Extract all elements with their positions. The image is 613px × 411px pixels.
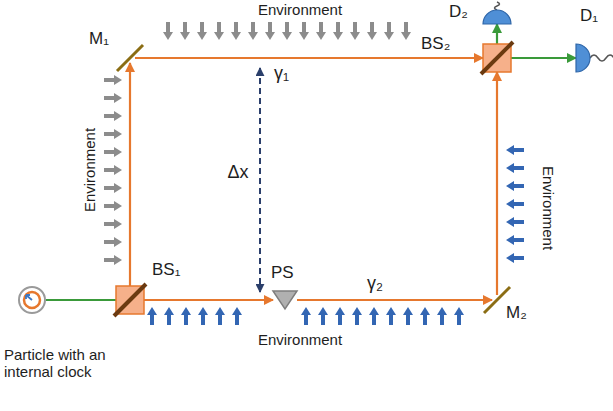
component-label: BS₂ bbox=[421, 34, 450, 54]
detector-shape bbox=[483, 8, 511, 24]
beam-path bbox=[496, 72, 498, 295]
environment-arrow bbox=[104, 75, 122, 85]
environment-arrow bbox=[506, 235, 524, 245]
caption-text: Particle with an internal clock bbox=[4, 346, 144, 381]
environment-arrow bbox=[197, 22, 207, 40]
environment-arrow bbox=[350, 22, 360, 40]
mirror: M₁ bbox=[125, 53, 135, 63]
environment-arrow bbox=[384, 22, 394, 40]
environment-arrow bbox=[403, 307, 413, 325]
particle-clock: Particle with an internal clock bbox=[18, 286, 46, 314]
component-label: D₂ bbox=[449, 2, 468, 22]
environment-arrow bbox=[506, 163, 524, 173]
environment-arrow bbox=[352, 307, 362, 325]
beam-path bbox=[144, 299, 273, 301]
component-label: PS bbox=[271, 263, 294, 283]
environment-arrow bbox=[506, 181, 524, 191]
environment-arrow bbox=[181, 307, 191, 325]
detector: D₂ bbox=[483, 8, 511, 24]
environment-arrow bbox=[104, 147, 122, 157]
beam-splitter: BS₂ bbox=[483, 44, 511, 72]
environment-arrow bbox=[198, 307, 208, 325]
environment-arrow bbox=[248, 22, 258, 40]
environment-label: Environment bbox=[81, 128, 98, 212]
environment-arrow bbox=[265, 22, 275, 40]
environment-arrow bbox=[369, 307, 379, 325]
environment-arrow bbox=[318, 307, 328, 325]
beam-path bbox=[46, 299, 116, 301]
beam-path bbox=[135, 57, 483, 59]
detector: D₁ bbox=[576, 44, 594, 72]
environment-arrow bbox=[231, 22, 241, 40]
path-label: γ₁ bbox=[272, 64, 291, 84]
mirror-shape bbox=[125, 53, 135, 63]
environment-label: Environment bbox=[258, 1, 342, 18]
environment-arrow bbox=[215, 307, 225, 325]
beam-path bbox=[496, 24, 498, 44]
environment-arrow bbox=[506, 199, 524, 209]
environment-label: Environment bbox=[258, 331, 342, 348]
environment-arrow bbox=[367, 22, 377, 40]
component-label: BS₁ bbox=[152, 260, 180, 280]
environment-arrow bbox=[104, 111, 122, 121]
environment-arrow bbox=[104, 237, 122, 247]
component-label: D₁ bbox=[580, 6, 598, 26]
environment-arrow bbox=[104, 165, 122, 175]
environment-arrow bbox=[147, 307, 157, 325]
environment-arrow bbox=[335, 307, 345, 325]
environment-arrow bbox=[386, 307, 396, 325]
environment-arrow bbox=[301, 307, 311, 325]
environment-arrow bbox=[316, 22, 326, 40]
environment-arrows bbox=[104, 22, 524, 325]
detector-shape bbox=[576, 44, 594, 72]
beam-path bbox=[129, 63, 131, 286]
environment-arrow bbox=[164, 307, 174, 325]
environment-arrow bbox=[214, 22, 224, 40]
environment-arrow bbox=[454, 307, 464, 325]
environment-arrow bbox=[104, 219, 122, 229]
environment-arrow bbox=[232, 307, 242, 325]
beam-path bbox=[511, 57, 576, 59]
environment-arrow bbox=[437, 307, 447, 325]
beam-splitter: BS₁ bbox=[116, 286, 144, 314]
distance-arrow bbox=[259, 68, 261, 292]
phase-shifter: PS bbox=[273, 291, 297, 309]
environment-arrow bbox=[401, 22, 411, 40]
distance-label: Δx bbox=[227, 162, 248, 183]
environment-arrow bbox=[506, 145, 524, 155]
beam-path bbox=[297, 299, 492, 301]
environment-arrow bbox=[104, 183, 122, 193]
phase-shifter-shape bbox=[273, 291, 297, 309]
environment-arrow bbox=[506, 217, 524, 227]
environment-arrow bbox=[104, 201, 122, 211]
environment-arrow bbox=[282, 22, 292, 40]
component-label: M₁ bbox=[89, 29, 109, 49]
beam-splitter-shape bbox=[483, 44, 511, 72]
environment-arrow bbox=[104, 93, 122, 103]
environment-arrow bbox=[104, 255, 122, 265]
environment-arrow bbox=[180, 22, 190, 40]
environment-arrow bbox=[163, 22, 173, 40]
environment-label: Environment bbox=[539, 166, 556, 250]
beam-splitter-shape bbox=[116, 286, 144, 314]
environment-arrow bbox=[104, 129, 122, 139]
environment-arrow bbox=[299, 22, 309, 40]
environment-arrow bbox=[333, 22, 343, 40]
mirror-shape bbox=[492, 295, 502, 305]
particle-clock-shape bbox=[18, 286, 46, 314]
component-label: M₂ bbox=[506, 303, 527, 323]
environment-arrow bbox=[420, 307, 430, 325]
environment-arrow bbox=[506, 253, 524, 263]
mirror: M₂ bbox=[492, 295, 502, 305]
path-label: γ₂ bbox=[365, 274, 385, 294]
